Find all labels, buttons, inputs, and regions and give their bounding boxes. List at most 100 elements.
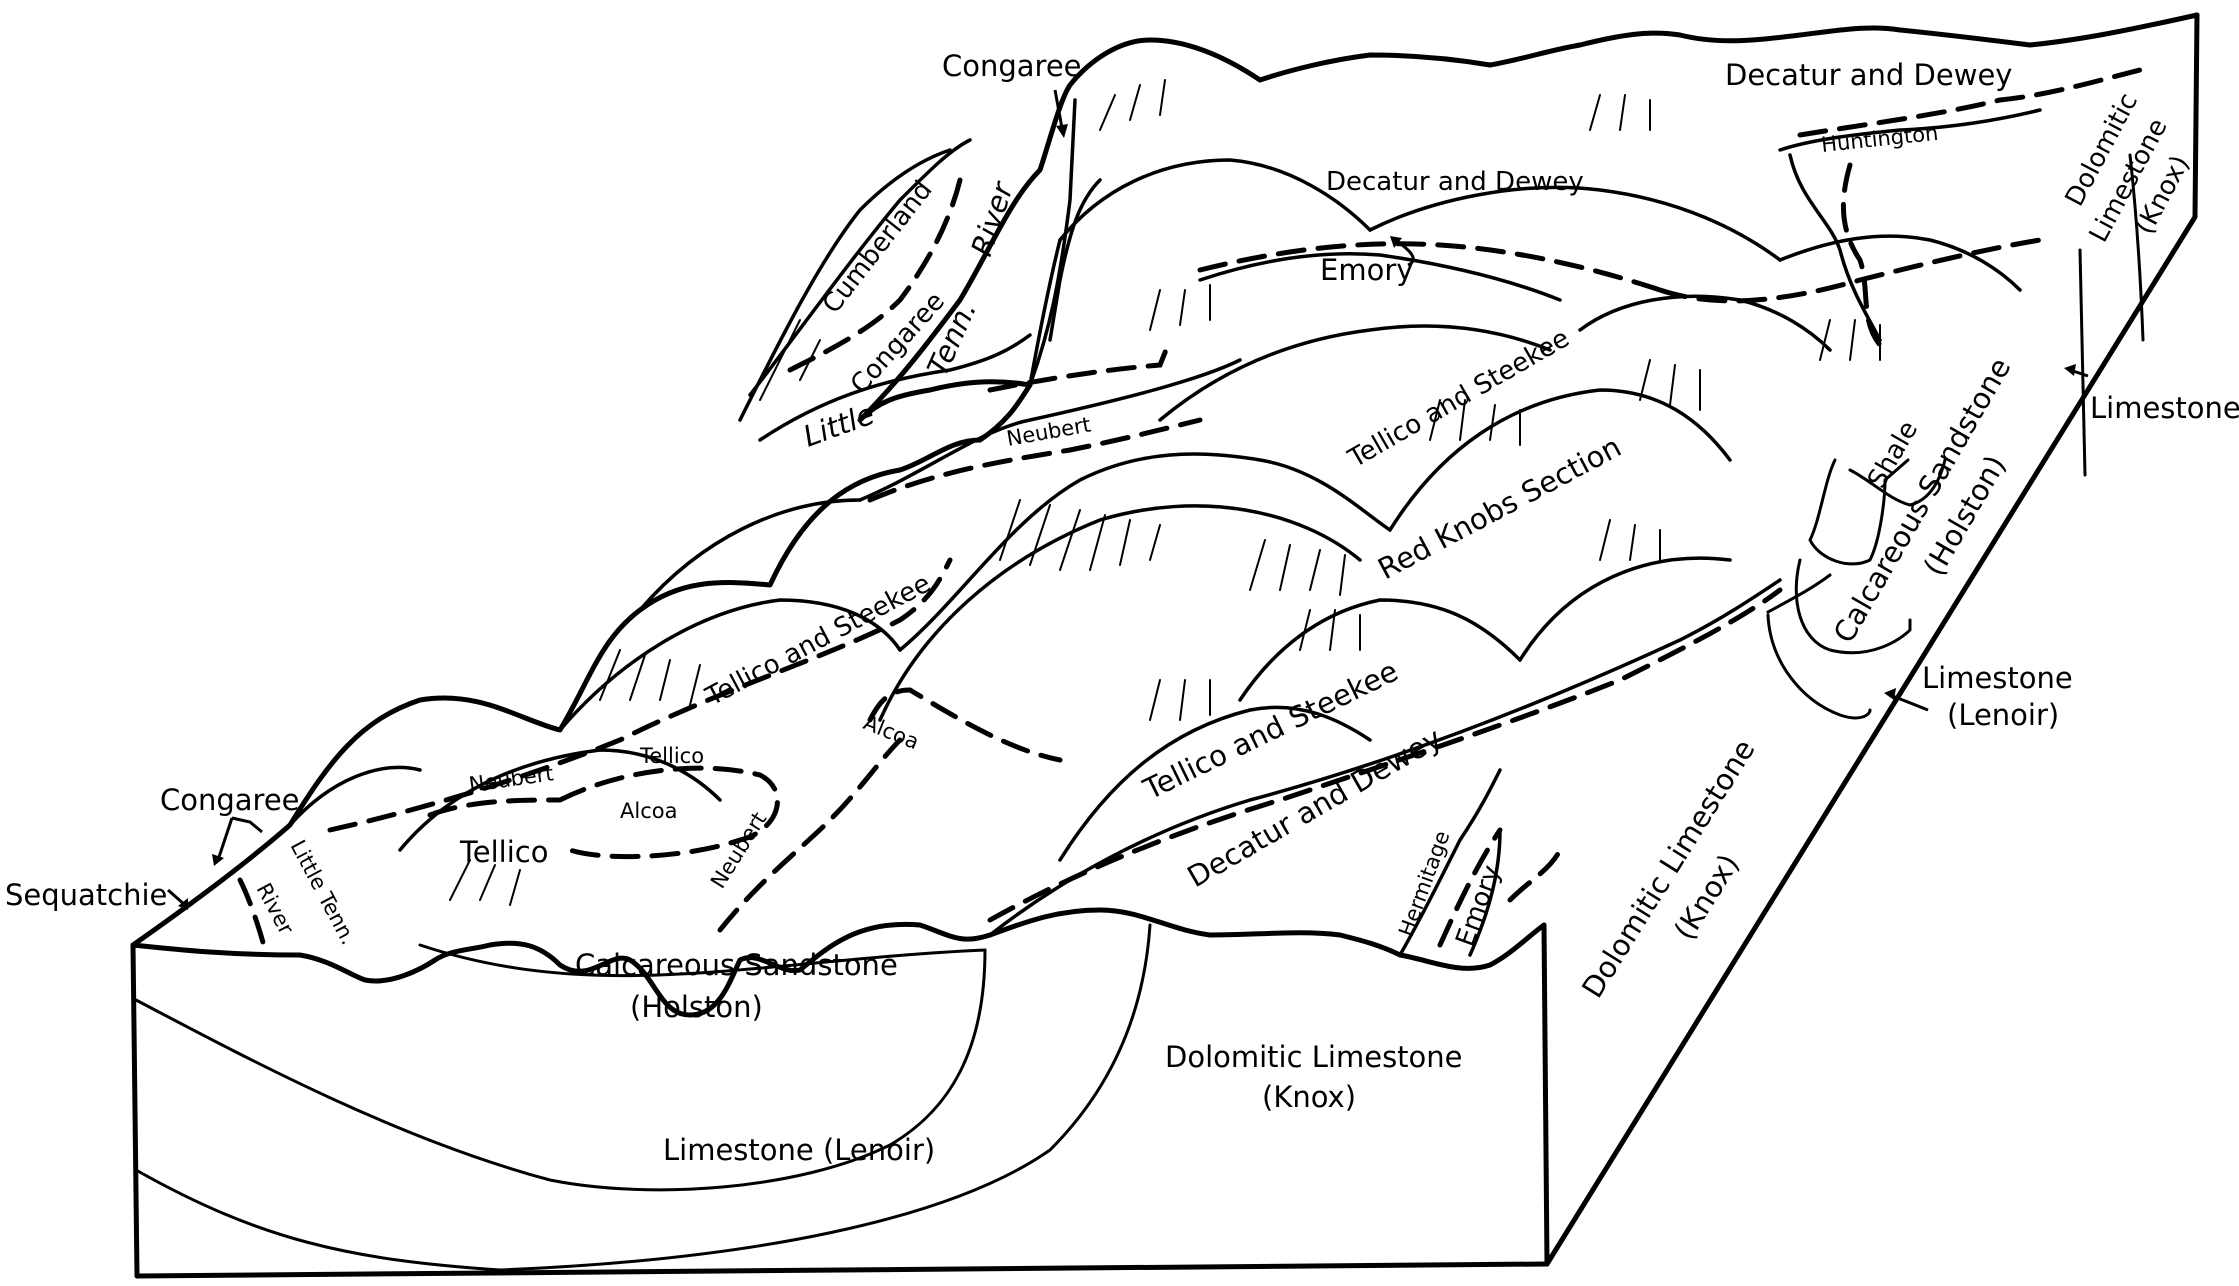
emory-top-arrowhead [1390,236,1402,248]
formation-boundaries [237,67,2143,953]
label-little-tenn-left: Little Tenn. [286,836,361,949]
label-emory-top: Emory [1320,253,1413,287]
lenoir-right-arrow [1889,693,1929,712]
label-sequatchie: Sequatchie [5,878,167,912]
front-top-subsurface [418,943,987,978]
hatch-5 [1639,359,1701,411]
label-congaree-left: Congaree [160,783,300,817]
side-face-strata [1766,153,2145,720]
boundary-tellico-loop [557,765,780,860]
ridge-3 [858,358,1242,502]
side-knox-boundary [1766,573,1832,614]
front-face-left-edge [130,942,140,1279]
sequatchie-arrowhead [178,898,188,910]
boundary-emory [1507,847,1563,903]
label-neubert-center: Neubert [706,808,771,893]
label-congaree-top: Congaree [942,49,1082,83]
ridge-12 [1058,158,1372,242]
ridge-16 [288,765,422,827]
label-limestone-lenoir-front: Limestone (Lenoir) [663,1133,935,1167]
shale-curve [1848,458,1947,507]
slope-hatching [449,79,1881,906]
congaree-left-arrow [216,816,263,861]
side-lenoir-curve [1766,613,1872,720]
hatch-3 [599,649,701,706]
ridge-1 [558,598,902,732]
front-face-bottom-edge [134,1261,1550,1279]
side-knox-line [2078,248,2087,477]
ridge-2 [638,498,862,612]
emory-lower-valley [1468,828,1502,957]
boundary-decatur-1 [1197,241,1663,293]
hatch-13 [1149,679,1211,721]
boundary-decatur-2 [1657,237,2043,304]
label-calcareous-sandstone-front: Calcareous Sandstone [575,948,898,982]
label-neubert-left: Neubert [467,761,555,797]
callout-labels: Limestone Limestone (Lenoir) [1922,391,2239,732]
label-little-upper: Little [799,397,879,454]
boundary-tellico-upper [987,337,1173,393]
label-dolomitic-limestone-front: Dolomitic Limestone [1165,1040,1463,1074]
label-decatur-dewey-top-right: Decatur and Dewey [1725,58,2012,92]
congaree-top-arrow [1053,89,1064,129]
side-knox-line-2 [2128,153,2145,342]
huntington-inner [1788,153,1882,342]
label-alcoa-left: Alcoa [620,799,677,823]
huntington-valley [1778,108,2042,152]
ridge-9 [1388,388,1732,532]
label-river-upper: River [964,176,1020,260]
holston-boundary [134,948,987,1192]
front-top-profile [130,907,1547,1018]
label-hermitage: Hermitage [1394,828,1454,940]
front-face-right-edge [1541,922,1550,1267]
decatur-valley [1198,252,1562,302]
hatch-8 [1299,609,1361,651]
sequatchie-arrow [167,888,186,907]
label-huntington: Huntington [1820,121,1939,157]
river-valley [1028,98,1077,387]
lower-valley [988,578,1782,937]
hatch-12 [449,859,521,906]
back-left-ridge [857,12,2200,423]
ridge-8 [1158,324,1552,422]
left-ridge-line [130,382,1033,948]
boundary-hermitage [1437,827,1503,948]
ridge-5 [878,504,1362,722]
boundary-cumberland-congaree [787,177,963,373]
limestone-right-arrowhead [2064,364,2076,376]
ridge-11 [1578,294,1832,352]
label-holston-front: (Holston) [630,990,763,1024]
block-outline [130,12,2200,1279]
label-decatur-dewey-center: Decatur and Dewey [1326,167,1584,197]
boundary-tellico-steekee-lower [987,587,1783,923]
label-limestone-right: Limestone [2090,391,2239,425]
label-limestone-lenoir-right-2: (Lenoir) [1947,698,2059,732]
side-holston-curve [1794,558,1912,655]
lenoir-right-arrowhead [1884,688,1896,700]
ridge-lines [288,98,2042,957]
label-tellico-small: Tellico [639,744,704,768]
ridge-18 [1048,178,1102,342]
side-face-labels: Dolomitic Limestone (Knox) Calcareous Sa… [1575,88,2196,1003]
label-tellico-steekee-upper: Tellico and Steekee [1343,323,1575,474]
label-limestone-lenoir-right-1: Limestone [1922,661,2073,695]
hatch-4 [1429,399,1521,446]
hatch-11 [1589,94,1651,131]
little-tenn-valley [758,333,1032,442]
ridge-4 [898,452,1392,652]
boundary-alcoa-center [867,687,1063,763]
label-tellico-left: Tellico [459,835,549,869]
cumberland-ridge [738,148,952,422]
boundary-alcoa-left [427,797,563,818]
hatch-7 [1099,79,1166,131]
boundary-neubert-center [717,737,903,933]
side-face-bottom-edge [1544,12,2200,1267]
hatch-2 [1249,539,1346,596]
label-knox-front: (Knox) [1262,1080,1356,1114]
hatch-1 [999,499,1161,571]
front-face-labels: Calcareous Sandstone (Holston) Limestone… [575,948,1463,1167]
boundary-sequatchie [237,877,268,953]
ridge-13 [1368,185,1782,262]
congaree-top-arrowhead [1056,124,1068,138]
